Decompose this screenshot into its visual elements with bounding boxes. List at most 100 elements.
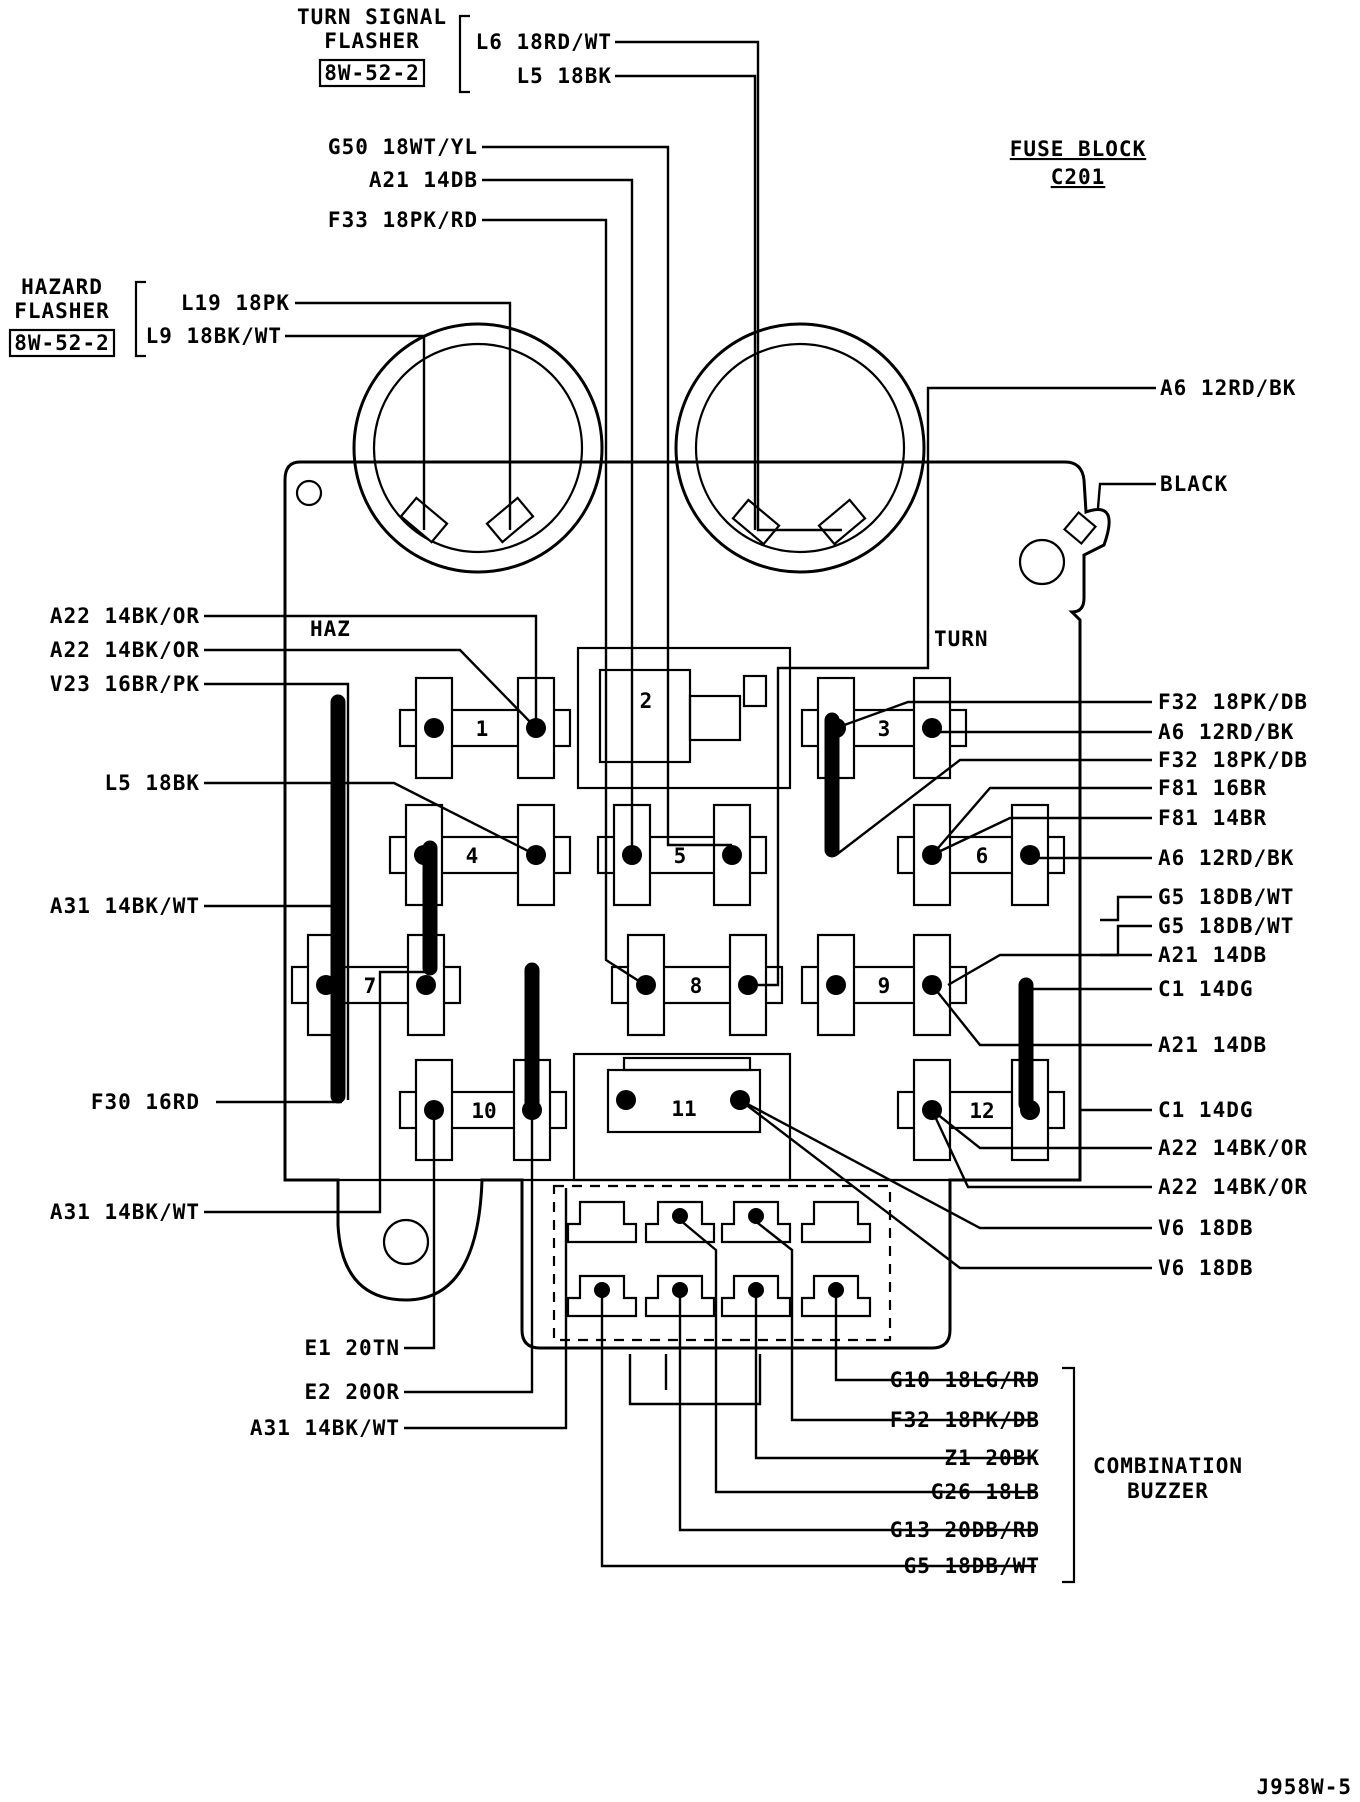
fuse-2-relay-tab	[742, 674, 768, 708]
wire-label-a6-top: A6 12RD/BK	[1160, 376, 1296, 400]
buzzer-cavities	[566, 1200, 872, 1318]
fuse-11-area	[572, 1052, 792, 1182]
diagram-title: FUSE BLOCK C201	[1010, 137, 1146, 189]
buzzer-pin	[672, 1208, 688, 1224]
wire-label-a31-3: A31 14BK/WT	[250, 1416, 400, 1440]
buzzer-cavity-shape	[644, 1274, 716, 1318]
combination-buzzer-line2: BUZZER	[1127, 1479, 1209, 1503]
wire-label-f33: F33 18PK/RD	[328, 208, 478, 232]
fuse-6: 6	[896, 803, 1066, 907]
fuse-holder	[398, 708, 572, 748]
fuse-terminal-right	[416, 975, 436, 995]
wire-label-g26: G26 18LB	[931, 1480, 1040, 1504]
fuse-number: 7	[364, 974, 377, 998]
fuse-number: 1	[476, 717, 489, 741]
wire-label-f32-2: F32 18PK/DB	[1158, 748, 1308, 772]
fuse-2-area	[576, 646, 792, 790]
wire-label-c1-1: C1 14DG	[1158, 977, 1254, 1001]
fuse-terminal-right	[722, 845, 742, 865]
wire-label-f81-2: F81 14BR	[1158, 806, 1267, 830]
wire-label-a22-2: A22 14BK/OR	[50, 638, 200, 662]
fuse-number: 9	[878, 974, 891, 998]
wire-label-black: BLACK	[1160, 472, 1228, 496]
wire-label-v23: V23 16BR/PK	[50, 672, 200, 696]
buzzer-cavity-shape	[800, 1200, 872, 1244]
hazard-flasher-outer	[352, 322, 604, 574]
fuse-terminal-right	[922, 718, 942, 738]
buzzer-cavity-shape	[800, 1274, 872, 1318]
wire-labels: L6 18RD/WT L5 18BK G50 18WT/YL A21 14DB …	[50, 30, 1308, 1578]
buzzer-cavity	[644, 1200, 716, 1244]
fuse-number: 12	[969, 1099, 994, 1123]
buzzer-cavity-shape	[566, 1274, 638, 1318]
wire-label-f30: F30 16RD	[91, 1090, 200, 1114]
fuse-holder	[388, 835, 572, 875]
wire-label-c1-2: C1 14DG	[1158, 1098, 1254, 1122]
fuse-11-frame	[572, 1052, 792, 1182]
wire-label-a31-1: A31 14BK/WT	[50, 894, 200, 918]
wire-label-a22-1: A22 14BK/OR	[50, 604, 200, 628]
buzzer-pin	[748, 1208, 764, 1224]
title-line1: FUSE BLOCK	[1010, 137, 1146, 161]
fuse-11-terminal-left	[616, 1090, 636, 1110]
mount-hole-bottom	[382, 1218, 430, 1266]
wire-label-a22-4: A22 14BK/OR	[1158, 1175, 1308, 1199]
wire-label-l5-top: L5 18BK	[516, 64, 612, 88]
fuse-holder	[800, 965, 968, 1005]
hazard-flasher-ref: 8W-52-2	[14, 331, 110, 355]
buzzer-cavity-shape	[720, 1200, 792, 1244]
fuse-clip-left	[912, 1058, 952, 1162]
fuse-terminal-left	[424, 718, 444, 738]
wire-label-g5-buzzer: G5 18DB/WT	[904, 1554, 1040, 1578]
black-connector-key	[1062, 510, 1098, 546]
fuse-holder	[290, 965, 462, 1005]
mount-hole-right	[1018, 538, 1066, 586]
wire-label-e2: E2 20OR	[304, 1380, 400, 1404]
hazard-flasher	[352, 322, 604, 574]
buzzer-cavity	[800, 1200, 872, 1244]
fuse-number: 6	[976, 844, 989, 868]
wire-label-l5: L5 18BK	[104, 771, 200, 795]
hazard-bracket	[134, 280, 146, 358]
fuse-number-2: 2	[640, 689, 653, 713]
fuse-holder	[896, 1090, 1066, 1130]
turn-signal-flasher-ref-box	[318, 58, 426, 88]
fuse-4: 4	[388, 803, 572, 907]
title-line2: C201	[1051, 165, 1106, 189]
hazard-flasher-ref-box	[8, 328, 116, 358]
fuse-number: 10	[471, 1099, 496, 1123]
hazard-flasher-line1: HAZARD	[21, 275, 103, 299]
fuse-number-11: 11	[671, 1097, 696, 1121]
fuse-2-frame	[576, 646, 792, 790]
buzzer-cavity-shape	[720, 1274, 792, 1318]
wire-label-l9: L9 18BK/WT	[146, 324, 282, 348]
fuse-clip-left	[626, 933, 666, 1037]
fuse-terminal-left	[826, 975, 846, 995]
turn-signal-flasher-callout: TURN SIGNAL FLASHER 8W-52-2	[297, 5, 470, 94]
fuse-2-body	[598, 668, 692, 764]
wire-label-a31-2: A31 14BK/WT	[50, 1200, 200, 1224]
wire-label-l19: L19 18PK	[181, 291, 290, 315]
fuse-11-top-tab	[622, 1056, 752, 1072]
fuse-5: 5	[596, 803, 768, 907]
fuse-12: 12	[896, 1058, 1066, 1162]
buzzer-connector-outline	[552, 1184, 892, 1342]
fuse-clip-left	[816, 933, 856, 1037]
hazard-flasher-line2: FLASHER	[14, 299, 110, 323]
wire-label-g50: G50 18WT/YL	[328, 135, 478, 159]
hazard-flasher-callout: HAZARD FLASHER 8W-52-2	[8, 275, 146, 358]
fuse-terminal-left	[636, 975, 656, 995]
wire-routing	[204, 40, 1156, 1584]
wire-label-g13: G13 20DB/RD	[890, 1518, 1040, 1542]
turn-signal-flasher-ref: 8W-52-2	[324, 61, 420, 85]
fuse-holder	[596, 835, 768, 875]
wire-label-f81-1: F81 16BR	[1158, 776, 1267, 800]
fuse-1: 1	[398, 676, 572, 780]
wire-label-a22-3: A22 14BK/OR	[1158, 1136, 1308, 1160]
fuse-holder	[610, 965, 784, 1005]
turn-label: TURN	[934, 627, 989, 651]
fuse-9: 9	[800, 933, 968, 1037]
mount-hole-top-left	[295, 479, 323, 507]
